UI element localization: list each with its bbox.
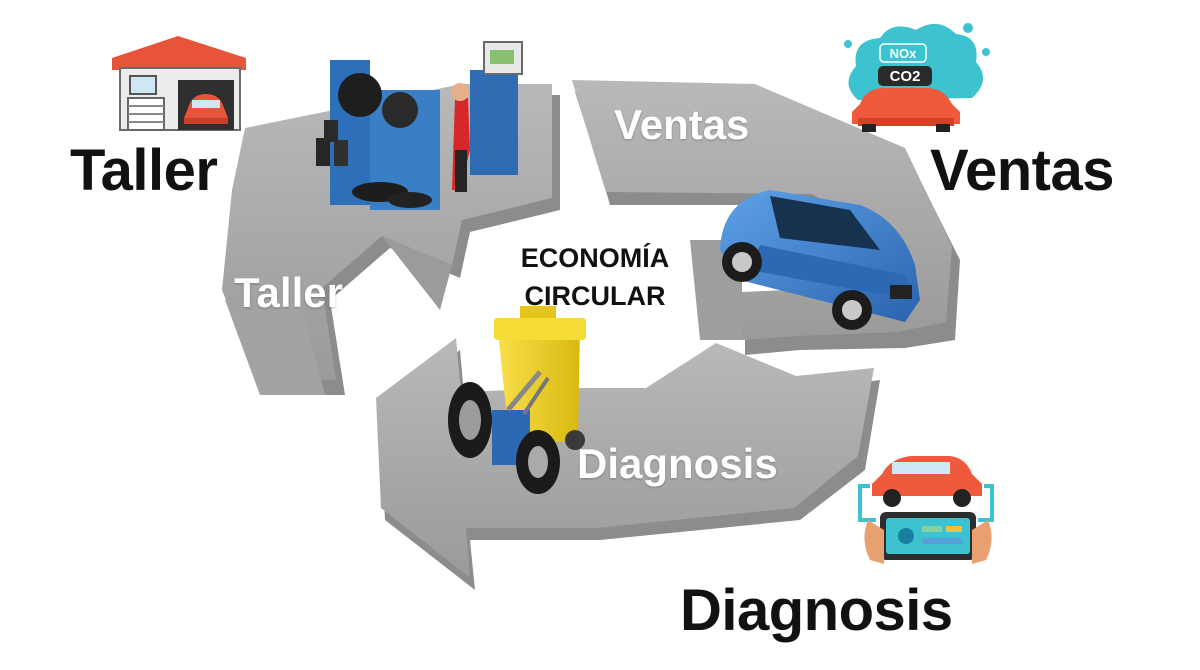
label-ventas: Ventas: [930, 138, 1115, 203]
recycling-bin-icon: [448, 306, 586, 494]
center-title-line1: ECONOMÍA: [520, 243, 670, 273]
center-title-line2: CIRCULAR: [524, 281, 666, 311]
diagnosis-tablet-icon: [858, 456, 994, 564]
blue-car-icon: [720, 190, 920, 330]
garage-icon: [112, 36, 246, 131]
emissions-cloud-icon: NOx CO2: [844, 23, 990, 132]
label-diagnosis: Diagnosis: [680, 578, 953, 643]
nox-badge: NOx: [890, 46, 918, 61]
arrow-label-ventas: Ventas: [614, 101, 750, 148]
workshop-machine-icon: [316, 41, 523, 210]
co2-badge: CO2: [890, 68, 921, 85]
arrow-label-diagnosis: Diagnosis: [577, 440, 778, 487]
label-taller: Taller: [70, 138, 218, 203]
arrow-label-taller: Taller: [234, 269, 343, 316]
